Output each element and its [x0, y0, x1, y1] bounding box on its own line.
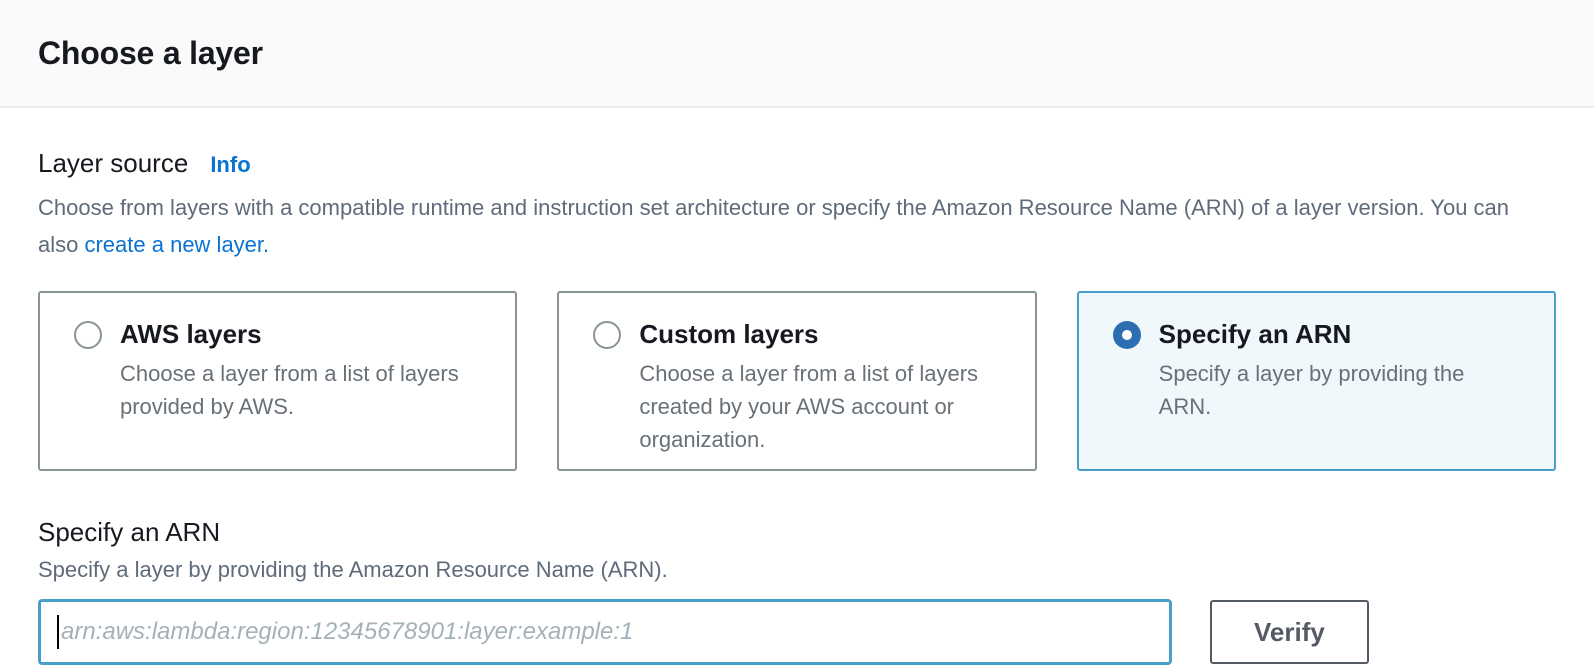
option-specify-an-arn[interactable]: Specify an ARN Specify a layer by provid… — [1076, 291, 1556, 471]
option-description: Choose a layer from a list of layers pro… — [120, 361, 459, 419]
option-title: Custom layers — [639, 319, 819, 349]
option-title: AWS layers — [120, 319, 262, 349]
option-title: Specify an ARN — [1158, 319, 1352, 349]
layer-source-description: Choose from layers with a compatible run… — [38, 189, 1528, 263]
option-head: Specify an ARN — [1112, 319, 1514, 350]
radio-button-unselected[interactable] — [593, 320, 622, 349]
panel-body: Layer source Info Choose from layers wit… — [0, 108, 1594, 666]
radio-button-unselected[interactable] — [74, 320, 102, 349]
specify-arn-section: Specify an ARN Specify a layer by provid… — [38, 517, 1556, 665]
option-description: Specify a layer by providing the ARN. — [1158, 361, 1465, 419]
option-head: Custom layers — [593, 319, 994, 350]
layer-source-label-row: Layer source Info — [38, 148, 1556, 179]
option-aws-layers[interactable]: AWS layers Choose a layer from a list of… — [38, 291, 518, 471]
verify-button[interactable]: Verify — [1210, 600, 1369, 664]
text-caret — [57, 615, 59, 649]
arn-input-wrapper — [38, 599, 1172, 665]
layer-source-options: AWS layers Choose a layer from a list of… — [38, 291, 1556, 471]
specify-arn-title: Specify an ARN — [38, 517, 221, 547]
specify-arn-description: Specify a layer by providing the Amazon … — [38, 557, 668, 582]
option-custom-layers[interactable]: Custom layers Choose a layer from a list… — [557, 291, 1037, 471]
option-head: AWS layers — [74, 319, 475, 350]
info-link[interactable]: Info — [210, 152, 251, 177]
layer-source-description-text: Choose from layers with a compatible run… — [38, 195, 1510, 257]
page-title: Choose a layer — [38, 34, 263, 71]
option-description: Choose a layer from a list of layers cre… — [639, 361, 979, 452]
create-new-layer-link[interactable]: create a new layer. — [84, 232, 270, 257]
arn-input-row: Verify — [38, 599, 1556, 665]
radio-button-selected[interactable] — [1112, 320, 1141, 349]
arn-input[interactable] — [38, 599, 1172, 665]
layer-source-label: Layer source — [38, 148, 189, 178]
panel-header: Choose a layer — [0, 0, 1594, 108]
